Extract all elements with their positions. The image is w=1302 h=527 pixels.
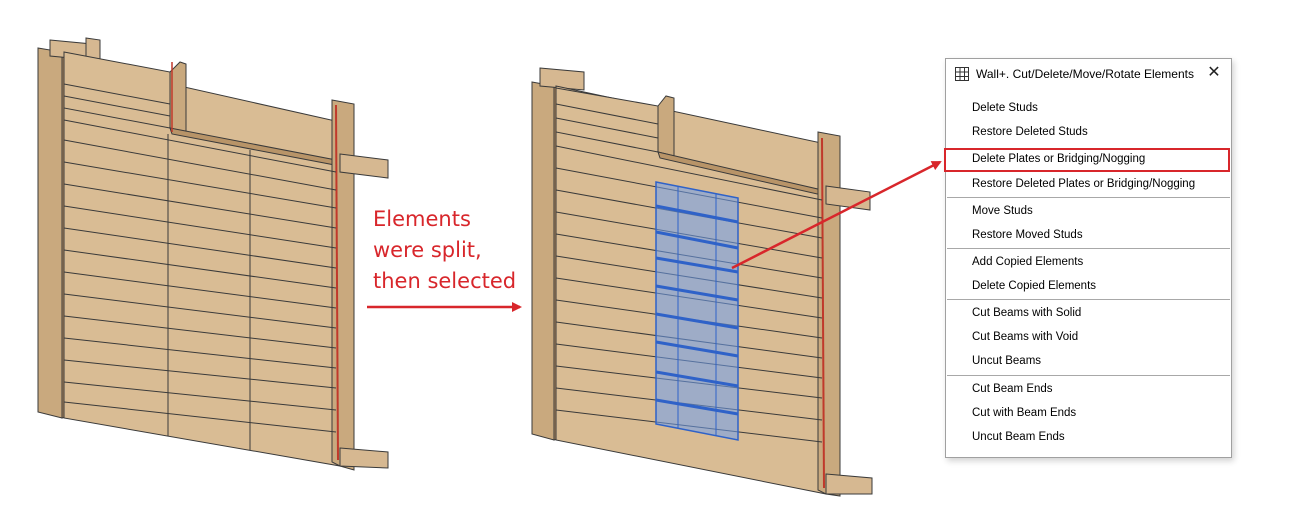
wall-before	[37, 37, 389, 471]
context-menu: Wall+. Cut/Delete/Move/Rotate Elements ✕…	[944, 58, 1232, 458]
menu-item-cut-beam-ends[interactable]: Cut Beam Ends	[972, 383, 1053, 395]
menu-separator	[947, 299, 1230, 300]
annotation-line-1: Elements	[373, 207, 471, 231]
menu-item-restore-deleted-studs[interactable]: Restore Deleted Studs	[972, 126, 1088, 138]
highlight-box	[944, 148, 1230, 172]
menu-item-uncut-beams[interactable]: Uncut Beams	[972, 355, 1042, 367]
menu-item-add-copied-elements[interactable]: Add Copied Elements	[972, 256, 1084, 268]
annotation-text: Elements were split, then selected	[373, 204, 533, 297]
menu-item-cut-beams-void[interactable]: Cut Beams with Void	[972, 331, 1079, 343]
wall-grid-icon	[955, 67, 969, 81]
menu-item-move-studs[interactable]: Move Studs	[972, 205, 1033, 217]
annotation-line-3: then selected	[373, 269, 517, 293]
menu-separator	[947, 375, 1230, 376]
menu-title-bar: Wall+. Cut/Delete/Move/Rotate Elements ✕	[946, 59, 1231, 89]
menu-item-delete-plates[interactable]: Delete Plates or Bridging/Nogging	[972, 153, 1146, 165]
menu-item-delete-studs[interactable]: Delete Studs	[972, 102, 1038, 114]
menu-item-cut-with-beam-ends[interactable]: Cut with Beam Ends	[972, 407, 1077, 419]
menu-item-restore-deleted-plates[interactable]: Restore Deleted Plates or Bridging/Noggi…	[972, 178, 1196, 190]
wall-after	[531, 67, 873, 497]
menu-separator	[947, 248, 1230, 249]
menu-separator	[947, 197, 1230, 198]
close-icon[interactable]: ✕	[1207, 64, 1221, 81]
menu-item-uncut-beam-ends[interactable]: Uncut Beam Ends	[972, 431, 1065, 443]
menu-title: Wall+. Cut/Delete/Move/Rotate Elements	[976, 67, 1194, 81]
annotation-line-2: were split,	[373, 238, 482, 262]
selected-elements-highlight	[655, 181, 739, 441]
menu-item-restore-moved-studs[interactable]: Restore Moved Studs	[972, 229, 1083, 241]
arrow-to-menu-icon	[731, 160, 942, 270]
menu-item-cut-beams-solid[interactable]: Cut Beams with Solid	[972, 307, 1082, 319]
menu-item-delete-copied-elements[interactable]: Delete Copied Elements	[972, 280, 1097, 292]
